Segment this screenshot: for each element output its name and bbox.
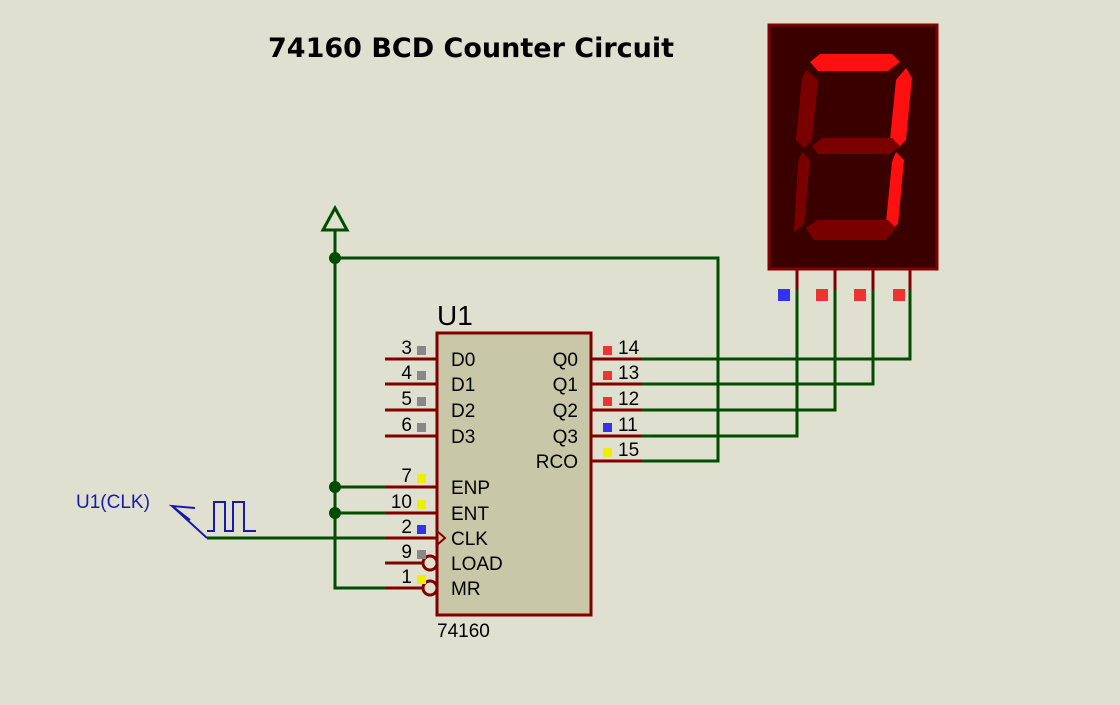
- display-pin-indicators: [778, 289, 905, 301]
- pin-num-15: 15: [618, 440, 639, 461]
- q3-wire: [641, 290, 799, 438]
- pin-state-ent: [417, 500, 426, 509]
- chip-part: 74160: [437, 621, 490, 642]
- pin-state-mr: [417, 575, 426, 584]
- pin-name-clk: CLK: [451, 529, 488, 550]
- mr-inverter-bubble: [421, 579, 439, 597]
- display-pin-state: [893, 289, 905, 301]
- q0-wire: [641, 290, 912, 361]
- left-pin-stubs: [385, 357, 437, 590]
- logic-state-indicators: [417, 346, 612, 584]
- pin-state-q3: [603, 423, 612, 432]
- pin-num-12: 12: [618, 389, 639, 410]
- pin-state-d2: [417, 397, 426, 406]
- pin-state-q0: [603, 346, 612, 355]
- display-pin-state: [854, 289, 866, 301]
- pin-state-d3: [417, 423, 426, 432]
- chip-body: [435, 331, 593, 617]
- clk-edge-icon: [436, 530, 447, 546]
- display-pin-state: [778, 289, 790, 301]
- right-pin-stubs: [591, 357, 641, 463]
- pin-num-3: 3: [401, 338, 412, 359]
- segment-a: [810, 54, 900, 71]
- segment-d: [806, 220, 896, 240]
- load-inverter-bubble: [421, 554, 439, 572]
- pin-num-5: 5: [401, 389, 412, 410]
- pin-name-q0: Q0: [553, 350, 578, 371]
- segment-g: [812, 138, 900, 154]
- junction-dot: [329, 252, 341, 264]
- segment-b: [890, 68, 912, 148]
- vcc-wire: [333, 230, 385, 590]
- pin-state-d0: [417, 346, 426, 355]
- pin-state-d1: [417, 371, 426, 380]
- pin-name-q2: Q2: [553, 401, 578, 422]
- seven-segment-display[interactable]: [767, 23, 939, 301]
- power-terminal-icon[interactable]: [320, 204, 350, 232]
- display-segments: [794, 54, 912, 240]
- pin-num-14: 14: [618, 338, 640, 359]
- pin-state-load: [417, 550, 426, 559]
- pin-name-q1: Q1: [553, 375, 578, 396]
- pin-state-rco: [603, 448, 612, 457]
- pin-num-10: 10: [391, 492, 412, 513]
- ic-74160[interactable]: U1 74160 D0 D1 D2 D: [385, 300, 641, 642]
- segment-c: [886, 152, 904, 232]
- q1-wire: [641, 290, 875, 386]
- pin-state-clk: [417, 525, 426, 534]
- pin-name-d1: D1: [451, 375, 475, 396]
- display-pin-stubs: [795, 269, 912, 290]
- pin-num-11: 11: [618, 415, 638, 436]
- pin-state-q1: [603, 371, 612, 380]
- clock-generator[interactable]: U1(CLK): [76, 492, 256, 539]
- pin-num-2: 2: [401, 517, 412, 538]
- clock-terminal-icon: [168, 504, 208, 539]
- pin-name-d0: D0: [451, 350, 475, 371]
- pin-num-6: 6: [401, 415, 412, 436]
- pin-num-1: 1: [401, 567, 412, 588]
- segment-f: [796, 70, 818, 148]
- pin-name-d3: D3: [451, 427, 475, 448]
- pin-name-load: LOAD: [451, 554, 503, 575]
- display-pin-state: [816, 289, 828, 301]
- pin-state-enp: [417, 474, 426, 483]
- chip-ref: U1: [437, 300, 473, 331]
- circuit-title: 74160 BCD Counter Circuit: [268, 33, 674, 64]
- pin-name-enp: ENP: [451, 478, 490, 499]
- pin-state-q2: [603, 397, 612, 406]
- clock-waveform-icon: [207, 501, 256, 532]
- pin-num-9: 9: [401, 542, 412, 563]
- pin-name-d2: D2: [451, 401, 475, 422]
- wires: [207, 230, 912, 590]
- junction-dot: [329, 481, 341, 493]
- junctions: [329, 252, 341, 519]
- clock-label: U1(CLK): [76, 492, 150, 513]
- pin-name-mr: MR: [451, 579, 481, 600]
- segment-e: [794, 152, 810, 232]
- junction-dot: [329, 507, 341, 519]
- pin-num-4: 4: [401, 363, 412, 384]
- pin-num-13: 13: [618, 363, 639, 384]
- pin-name-ent: ENT: [451, 504, 489, 525]
- q2-wire: [641, 290, 837, 412]
- pin-name-rco: RCO: [536, 452, 578, 473]
- pin-num-7: 7: [401, 466, 412, 487]
- pin-name-q3: Q3: [553, 427, 578, 448]
